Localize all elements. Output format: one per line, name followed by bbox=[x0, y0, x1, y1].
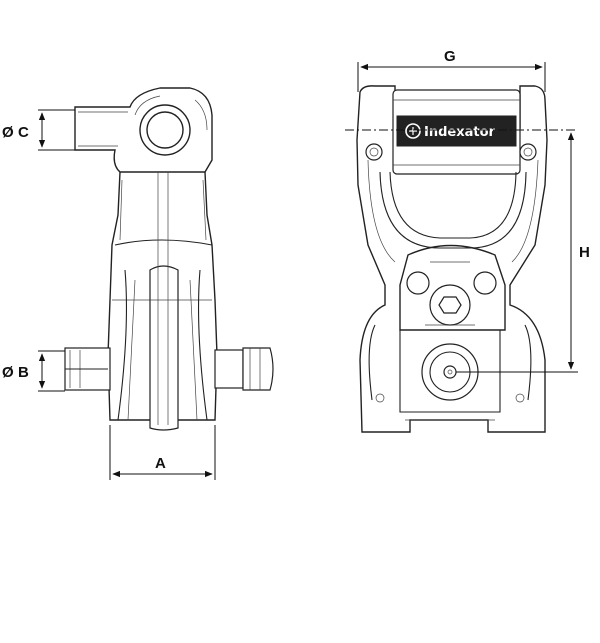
label-b: B bbox=[18, 364, 29, 381]
brand-logo-icon bbox=[405, 123, 421, 139]
dimension-b: Ø B bbox=[2, 350, 65, 392]
label-c: C bbox=[18, 124, 29, 141]
label-g: G bbox=[444, 48, 456, 65]
front-view: Indexator bbox=[356, 85, 548, 433]
side-view bbox=[64, 87, 274, 431]
label-a: A bbox=[155, 455, 166, 472]
dimension-c: Ø C bbox=[2, 109, 75, 151]
diameter-symbol-c: Ø bbox=[2, 124, 14, 141]
diameter-symbol-b: Ø bbox=[2, 364, 14, 381]
label-h: H bbox=[579, 244, 590, 261]
brand-name: Indexator bbox=[424, 125, 496, 140]
dimension-a: A bbox=[109, 425, 216, 480]
dimension-h: H bbox=[345, 129, 590, 373]
dimension-g: G bbox=[357, 48, 546, 92]
